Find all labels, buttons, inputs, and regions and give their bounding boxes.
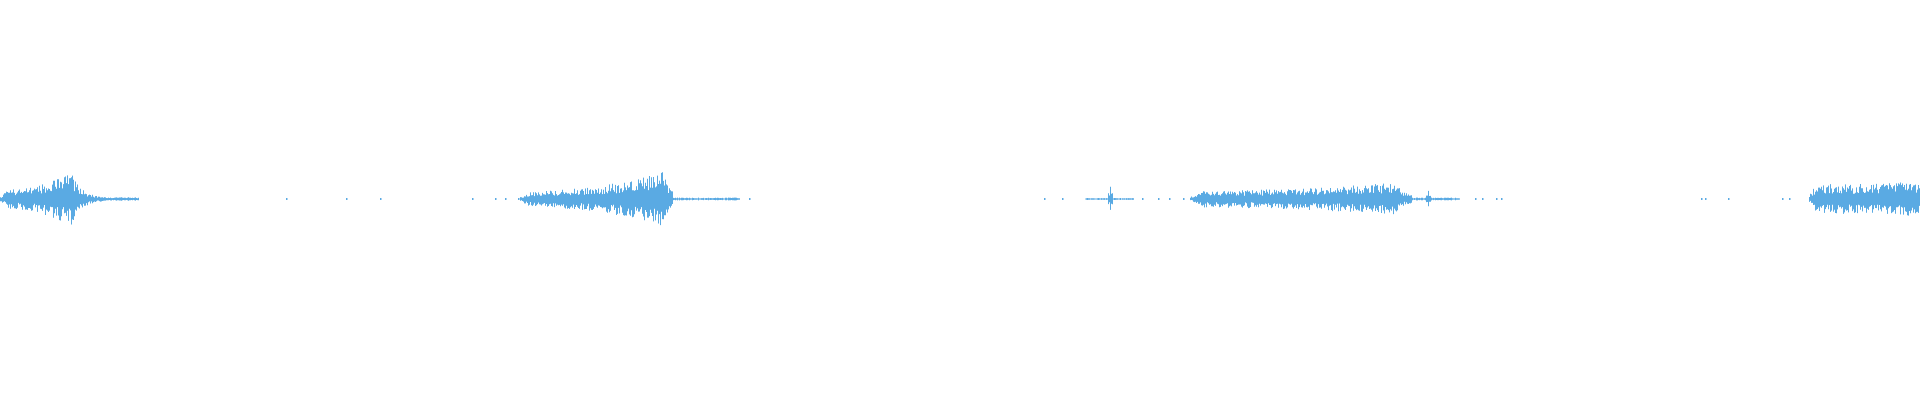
waveform-dot-5 — [495, 198, 497, 200]
waveform-dot-24 — [1789, 198, 1791, 200]
waveform-dot-20 — [1701, 198, 1703, 200]
waveform-dot-22 — [1728, 198, 1730, 200]
waveform-dot-13 — [1158, 198, 1160, 200]
waveform-tail-4 — [1407, 197, 1460, 201]
waveform-dot-11 — [1062, 198, 1064, 200]
waveform-segment-2 — [520, 172, 673, 226]
waveform-dot-19 — [1501, 198, 1503, 200]
waveform-dot-9 — [749, 198, 751, 200]
waveform-dot-15 — [1183, 198, 1185, 200]
waveform-dot-1 — [286, 198, 288, 200]
waveform-dot-14 — [1169, 198, 1171, 200]
waveform-dot-2 — [346, 198, 348, 200]
waveform-dot-4 — [472, 198, 474, 200]
waveform-dot-7 — [518, 198, 520, 200]
waveform-dot-21 — [1705, 198, 1707, 200]
waveform-dot-8 — [732, 198, 734, 200]
waveform-dot-6 — [505, 198, 507, 200]
waveform-segment-4 — [1809, 182, 1920, 216]
waveform-segment-1 — [0, 175, 139, 225]
waveform-dot-12 — [1142, 198, 1144, 200]
waveform-dot-17 — [1482, 198, 1484, 200]
waveform-spike-1 — [1108, 186, 1113, 210]
waveform-shapes — [0, 172, 1920, 226]
waveform-segment-3 — [1190, 183, 1412, 215]
waveform-tail-2 — [672, 197, 740, 201]
waveform-dot-3 — [380, 198, 382, 200]
waveform-dot-10 — [1044, 198, 1046, 200]
waveform-dot-16 — [1475, 198, 1477, 200]
waveform-dot-23 — [1782, 198, 1784, 200]
waveform-spike-2 — [1426, 190, 1431, 207]
waveform-dot-18 — [1496, 198, 1498, 200]
